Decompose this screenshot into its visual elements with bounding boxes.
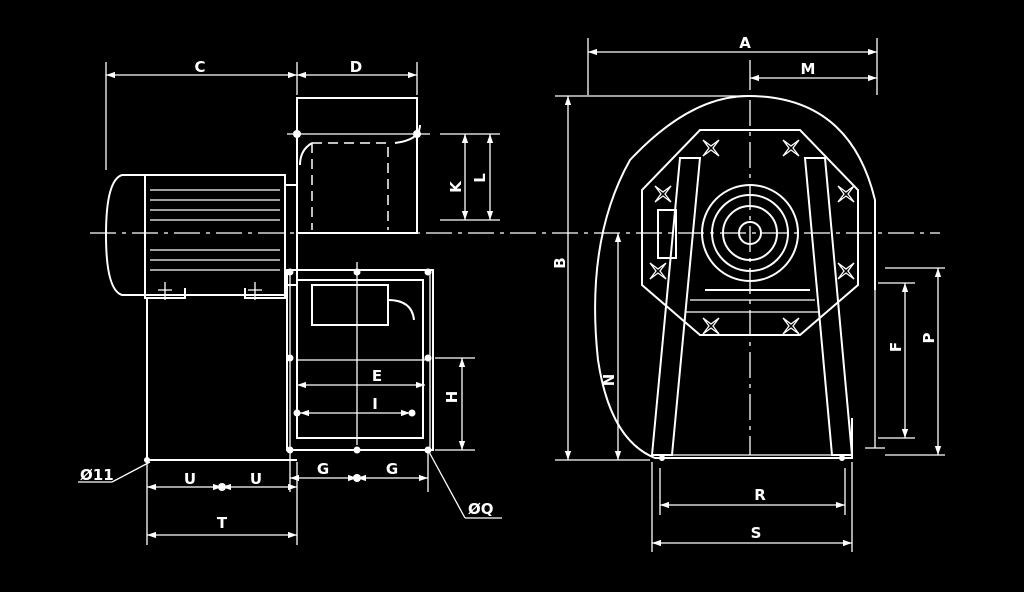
inlet-plate xyxy=(641,129,859,336)
side-view: C D K L E I H xyxy=(78,58,940,545)
label-m: M xyxy=(801,60,816,78)
label-e: E xyxy=(372,367,382,385)
label-t: T xyxy=(217,514,228,532)
dim-e: E xyxy=(297,367,425,389)
dim-h: H xyxy=(435,357,475,451)
front-view: A M B N F P xyxy=(551,34,945,552)
hole-q-callout: ØQ xyxy=(427,449,502,519)
label-hole-q: ØQ xyxy=(468,500,494,518)
label-l: L xyxy=(471,173,489,183)
outlet-flange xyxy=(286,262,434,482)
volute-housing xyxy=(594,94,876,459)
label-g-left: G xyxy=(317,460,329,478)
hole-11-callout: Ø11 xyxy=(78,461,151,484)
label-k: K xyxy=(447,180,465,193)
label-u-left: U xyxy=(184,470,196,488)
dim-k-l: K L xyxy=(440,133,500,221)
motor xyxy=(104,174,298,300)
dim-c: C xyxy=(105,58,418,170)
label-hole-11: Ø11 xyxy=(80,466,114,484)
dim-m: M xyxy=(749,60,877,90)
dim-i: I xyxy=(300,395,410,417)
label-a: A xyxy=(739,34,751,52)
dim-d: D xyxy=(297,58,417,79)
motor-base xyxy=(144,298,297,491)
dim-u-t: U U T xyxy=(146,462,298,545)
inlet-housing xyxy=(287,97,430,234)
label-n: N xyxy=(600,374,618,387)
inlet-bolts xyxy=(649,139,855,335)
dim-b: B xyxy=(551,95,745,461)
label-r: R xyxy=(754,486,766,504)
label-h: H xyxy=(443,391,461,404)
dim-p: P xyxy=(885,267,945,456)
support-stand xyxy=(650,157,854,461)
label-u-right: U xyxy=(250,470,262,488)
label-b: B xyxy=(551,257,569,268)
label-f: F xyxy=(887,342,905,352)
dim-g: G G xyxy=(289,452,429,492)
dim-f: F xyxy=(878,282,915,439)
label-i: I xyxy=(372,395,378,413)
label-d: D xyxy=(350,58,362,76)
dim-n: N xyxy=(600,233,622,460)
label-c: C xyxy=(194,58,205,76)
label-s: S xyxy=(751,524,762,542)
label-p: P xyxy=(920,333,938,344)
label-g-right: G xyxy=(386,460,398,478)
dim-a: A xyxy=(587,34,878,95)
bearing-block xyxy=(657,209,677,259)
dim-r-s: R S xyxy=(651,462,853,552)
